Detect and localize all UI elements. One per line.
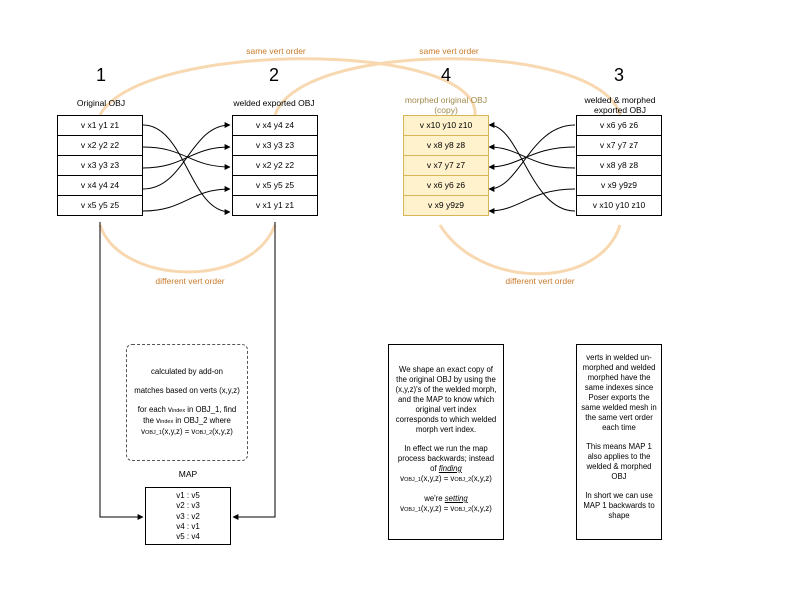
obj-number-2: 2 xyxy=(268,65,279,85)
vert-row: v x7 y7 z7 xyxy=(403,155,489,176)
label-different-vert-order-right: different vert order xyxy=(505,276,575,286)
map-connectors xyxy=(99,222,276,520)
note-shape-copy-p1: We shape an exact copy of the original O… xyxy=(395,365,497,434)
title-welded-exported-obj: welded exported OBJ xyxy=(233,98,315,108)
vert-order-arcs xyxy=(98,57,622,276)
vert-row: v x10 y10 z10 xyxy=(403,115,489,136)
mapping-arrows-1-2 xyxy=(142,122,231,215)
obj-number-3: 3 xyxy=(613,65,624,85)
obj-number-1: 1 xyxy=(95,65,106,85)
title-welded-morphed-line1: welded & morphed xyxy=(584,95,656,105)
same-order-arc-left xyxy=(98,57,477,116)
table-original-obj: v x1 y1 z1 v x2 y2 z2 v x3 y3 z3 v x4 y4… xyxy=(57,115,143,216)
note-shape-copy-p2: In effect we run the map process backwar… xyxy=(397,444,495,473)
vert-row: v x6 y6 z6 xyxy=(403,175,489,196)
obj-number-4: 4 xyxy=(440,65,451,85)
different-order-arc-left xyxy=(98,224,277,274)
title-welded-morphed-line2: exported OBJ xyxy=(594,105,646,115)
note-welded-indexes: verts in welded un-morphed and welded mo… xyxy=(576,344,662,540)
addon-line-find: the vindex in OBJ_2 where xyxy=(143,416,231,425)
note-welded-indexes-p2: This means MAP 1 also applies to the wel… xyxy=(586,442,652,481)
addon-description-box: calculated by add-on matches based on ve… xyxy=(126,344,248,461)
vert-row: v x5 y5 z5 xyxy=(232,175,318,196)
addon-line-calculated: calculated by add-on xyxy=(151,367,223,376)
table-morphed-original-obj: v x10 y10 z10 v x8 y8 z8 v x7 y7 z7 v x6… xyxy=(403,115,489,216)
title-welded-morphed-obj: welded & morphed exported OBJ xyxy=(570,95,670,115)
vert-row: v x5 y5 z5 xyxy=(57,195,143,216)
vert-row: v x3 y3 z3 xyxy=(57,155,143,176)
vert-row: v x6 y6 z6 xyxy=(576,115,662,136)
map-entry: v5 : v4 xyxy=(176,532,200,542)
different-order-arc-right xyxy=(438,224,622,276)
vert-row: v x4 y4 z4 xyxy=(232,115,318,136)
map-entry: v2 : v3 xyxy=(176,501,200,511)
map-entry: v4 : v1 xyxy=(176,521,200,531)
title-morphed-original-obj-copy: (copy) xyxy=(434,105,458,115)
title-morphed-original-obj-line1: morphed original OBJ xyxy=(404,95,488,105)
addon-line-for-each: for each vindex in OBJ_1, find xyxy=(137,405,237,414)
vert-row: v x2 y2 z2 xyxy=(57,135,143,156)
note-welded-indexes-p1: verts in welded un-morphed and welded mo… xyxy=(581,353,657,432)
map-entry: v3 : v2 xyxy=(176,511,200,521)
title-morphed-original-obj: morphed original OBJ (copy) xyxy=(388,95,504,115)
note-shape-copy: We shape an exact copy of the original O… xyxy=(388,344,504,540)
vert-row: v x8 y8 z8 xyxy=(403,135,489,156)
map-title: MAP xyxy=(178,469,198,479)
note-welded-indexes-p3: In short we can use MAP 1 backwards to s… xyxy=(583,491,655,520)
note-shape-copy-equation-2: vOBJ_1(x,y,z) = vOBJ_2(x,y,z) xyxy=(400,504,492,513)
vert-row: v x9 y9z9 xyxy=(403,195,489,216)
vert-row: v x10 y10 z10 xyxy=(576,195,662,216)
map-box: v1 : v5 v2 : v3 v3 : v2 v4 : v1 v5 : v4 xyxy=(145,487,231,545)
vert-row: v x8 y8 z8 xyxy=(576,155,662,176)
table-welded-exported-obj: v x4 y4 z4 v x3 y3 z3 v x2 y2 z2 v x5 y5… xyxy=(232,115,318,216)
vert-row: v x1 y1 z1 xyxy=(232,195,318,216)
title-original-obj: Original OBJ xyxy=(76,98,126,108)
vert-row: v x7 y7 z7 xyxy=(576,135,662,156)
same-order-arc-right xyxy=(273,57,622,116)
mapping-arrows-3-4 xyxy=(488,122,576,214)
label-different-vert-order-left: different vert order xyxy=(155,276,225,286)
vert-row: v x9 y9z9 xyxy=(576,175,662,196)
vert-row: v x2 y2 z2 xyxy=(232,155,318,176)
label-same-vert-order-right: same vert order xyxy=(419,46,479,56)
addon-line-equation: vOBJ_1(x,y,z) = vOBJ_2(x,y,z) xyxy=(141,427,233,436)
table-welded-morphed-obj: v x6 y6 z6 v x7 y7 z7 v x8 y8 z8 v x9 y9… xyxy=(576,115,662,216)
vert-row: v x4 y4 z4 xyxy=(57,175,143,196)
map-entry: v1 : v5 xyxy=(176,491,200,500)
label-same-vert-order-left: same vert order xyxy=(246,46,306,56)
note-shape-copy-p4: we're setting xyxy=(424,494,468,503)
addon-line-matches: matches based on verts (x,y,z) xyxy=(134,386,240,395)
note-shape-copy-equation-1: vOBJ_1(x,y,z) = vOBJ_2(x,y,z) xyxy=(400,474,492,483)
vert-row: v x1 y1 z1 xyxy=(57,115,143,136)
vert-row: v x3 y3 z3 xyxy=(232,135,318,156)
